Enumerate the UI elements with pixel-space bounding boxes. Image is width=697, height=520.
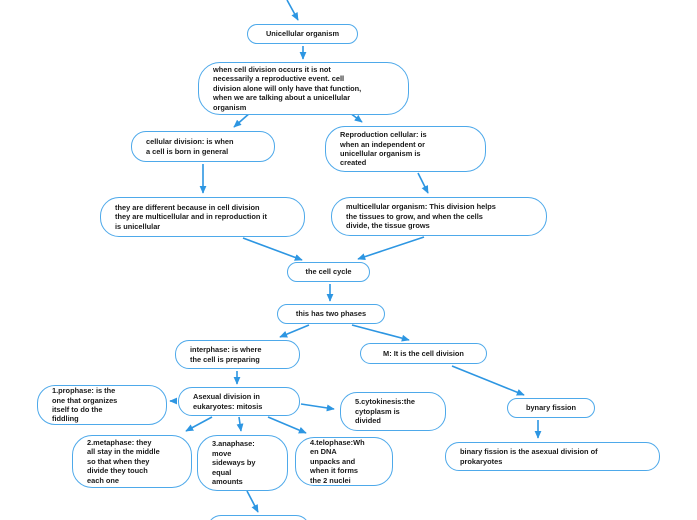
node-label: 5.cytokinesis:the cytoplasm is divided [355, 397, 415, 426]
node-telophase[interactable]: 4.telophase:Wh en DNA unpacks and when i… [295, 437, 393, 486]
node-label: Reproduction cellular: is when an indepe… [340, 130, 427, 168]
node-mitosis[interactable]: Asexual division in eukaryotes: mitosis [178, 387, 300, 416]
node-label: this has two phases [295, 309, 367, 319]
node-label: 3.anaphase: move sideways by equal amoun… [212, 439, 256, 487]
edge-phases-to-m [351, 324, 410, 342]
node-label: interphase: is where the cell is prepari… [190, 345, 262, 364]
node-label: when cell division occurs it is not nece… [213, 64, 362, 112]
edge-multicellular-to-cell-cycle [357, 236, 425, 261]
edge-m-to-bynary [451, 365, 525, 396]
edge-phases-to-interphase [279, 324, 310, 338]
node-label: bynary fission [525, 403, 577, 413]
node-unicellular-organism[interactable]: Unicellular organism [247, 24, 358, 44]
edge-top-to-unicellular [286, 0, 299, 21]
node-label: they are different because in cell divis… [115, 202, 267, 231]
node-anaphase[interactable]: 3.anaphase: move sideways by equal amoun… [197, 435, 288, 491]
edge-reproduction-to-multicellular [417, 172, 429, 194]
node-cellular-division[interactable]: cellular division: is when a cell is bor… [131, 131, 275, 162]
node-m-phase[interactable]: M: It is the cell division [360, 343, 487, 364]
node-label: multicellular organism: This division he… [346, 202, 496, 231]
node-prophase[interactable]: 1.prophase: is the one that organizes it… [37, 385, 167, 425]
node-label: M: It is the cell division [383, 348, 464, 358]
node-label: binary fission is the asexual division o… [460, 447, 598, 466]
edge-mitosis-to-telophase [267, 416, 307, 434]
node-bynary-fission[interactable]: bynary fission [507, 398, 595, 418]
node-label: Asexual division in eukaryotes: mitosis [193, 392, 263, 411]
node-label: 4.telophase:Wh en DNA unpacks and when i… [310, 437, 365, 485]
node-label: cellular division: is when a cell is bor… [146, 137, 234, 156]
node-cell-cycle[interactable]: the cell cycle [287, 262, 370, 282]
node-two-phases[interactable]: this has two phases [277, 304, 385, 324]
node-reproduction-cellular[interactable]: Reproduction cellular: is when an indepe… [325, 126, 486, 172]
node-cytokinesis[interactable]: 5.cytokinesis:the cytoplasm is divided [340, 392, 446, 431]
edge-mitosis-to-cytokinesis [300, 403, 335, 412]
node-metaphase[interactable]: 2.metaphase: they all stay in the middle… [72, 435, 192, 488]
node-label: the cell cycle [305, 267, 352, 277]
edge-anaphase-to-cut-node [246, 490, 259, 513]
node-binary-fission-note[interactable]: binary fission is the asexual division o… [445, 442, 660, 471]
node-label: 1.prophase: is the one that organizes it… [52, 386, 118, 424]
node-label: 2.metaphase: they all stay in the middle… [87, 437, 160, 485]
node-interphase[interactable]: interphase: is where the cell is prepari… [175, 340, 300, 369]
edge-difference-to-cell-cycle [242, 237, 303, 261]
edge-mitosis-to-anaphase [236, 416, 244, 432]
node-cut-off[interactable] [207, 515, 310, 520]
node-division-note[interactable]: when cell division occurs it is not nece… [198, 62, 409, 115]
edge-mitosis-to-metaphase [185, 416, 213, 432]
node-multicellular-organism[interactable]: multicellular organism: This division he… [331, 197, 547, 236]
node-label: Unicellular organism [265, 29, 340, 39]
node-difference-note[interactable]: they are different because in cell divis… [100, 197, 305, 237]
